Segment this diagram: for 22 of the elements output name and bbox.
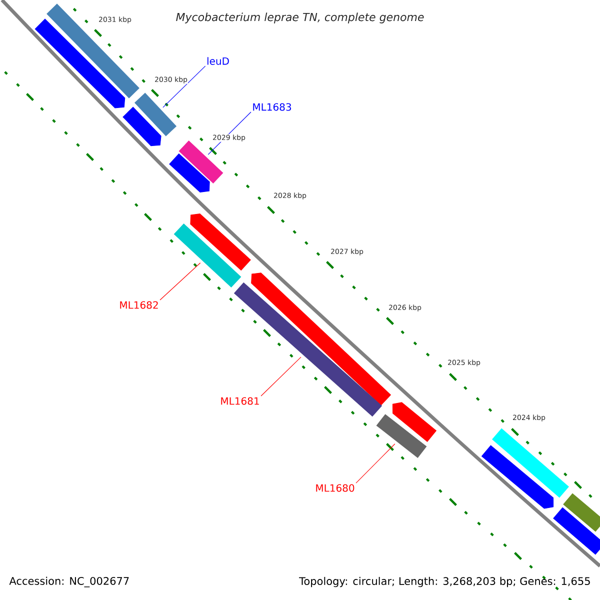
gene-bar [553,507,600,555]
title: Mycobacterium leprae TN, complete genome [176,12,424,24]
leader-line [260,356,302,396]
leader-line [160,262,201,300]
gene-bar [122,106,162,146]
gene-bar [481,445,554,509]
gene-bar [169,153,210,192]
gene-label: leuD [207,57,229,65]
genome-info-text: Topology: circular; Length: 3,268,203 bp; Genes: 1,655 [299,576,590,588]
leader-line [162,66,206,108]
leader-line [356,444,396,484]
gene-bar [392,402,437,442]
accession-text: Accession: NC_002677 [9,576,129,588]
gene-label: ML1681 [221,397,259,405]
gene-bar [376,414,427,458]
gene-bar [190,214,251,271]
gene-label: ML1683 [253,103,292,111]
gene-label: ML1682 [120,301,158,309]
gene-bar [492,428,569,498]
gene-bar [563,493,600,532]
gene-bar [46,4,140,98]
gene-label: ML1680 [316,484,354,492]
